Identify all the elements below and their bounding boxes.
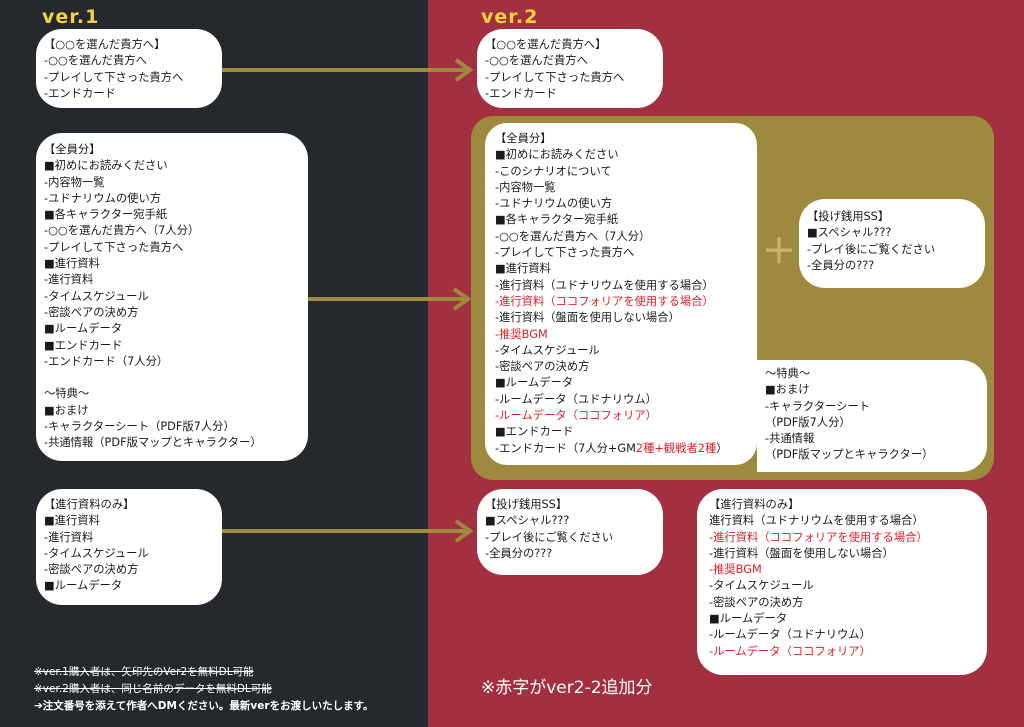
- list-item: 【進行資料のみ】: [709, 498, 800, 511]
- list-item: -ルームデータ（ユドナリウム）: [495, 392, 657, 406]
- v2-card-tip-red: 【投げ銭用SS】 ■スペシャル??? -プレイ後にご覧ください -全員分の???: [477, 489, 663, 575]
- list-item: -進行資料（ココフォリアを使用する場合）: [709, 530, 928, 544]
- red-text-note: ※赤字がver2-2追加分: [481, 678, 653, 698]
- list-item: -進行資料（盤面を使用しない場合）: [709, 546, 894, 560]
- ver1-label: ver.1: [42, 6, 100, 28]
- list-item: -○○を選んだ貴方へ: [44, 54, 147, 68]
- list-item: ■各キャラクター宛手紙: [44, 208, 168, 222]
- list-item: ■おまけ: [765, 383, 810, 397]
- list-item: -タイムスケジュール: [495, 343, 600, 357]
- list-item: -ルームデータ（ココフォリア）: [495, 409, 657, 423]
- list-item: ■進行資料: [495, 262, 551, 276]
- list-item: -進行資料: [44, 273, 94, 287]
- list-item: -ユドナリウムの使い方: [44, 191, 162, 205]
- list-item: ■進行資料: [44, 514, 100, 528]
- list-item: 【全員分】: [44, 143, 101, 156]
- list-item: -共通情報: [765, 432, 815, 446]
- list-item: -キャラクターシート: [765, 399, 871, 413]
- list-item: -密談ペアの決め方: [709, 595, 804, 609]
- list-item: -密談ペアの決め方: [495, 360, 590, 374]
- list-item: ■スペシャル???: [485, 514, 570, 528]
- end-card-added: 2種+観戦者2種: [635, 441, 717, 455]
- list-item: 進行資料（ユドナリウムを使用する場合）: [709, 514, 924, 528]
- list-item: -進行資料（盤面を使用しない場合）: [495, 311, 680, 325]
- list-item: -内容物一覧: [44, 175, 105, 189]
- list-item: -プレイ後にご覧ください: [485, 530, 614, 544]
- list-item: 【投げ銭用SS】: [807, 210, 890, 223]
- end-card-close: ）: [716, 441, 728, 455]
- list-item: -プレイして下さった貴方へ: [495, 246, 635, 260]
- v2-card-selected: 【○○を選んだ貴方へ】 -○○を選んだ貴方へ -プレイして下さった貴方へ -エンドカー…: [477, 29, 663, 108]
- list-item: -エンドカード（7人分+GM2種+観戦者2種）: [495, 441, 757, 457]
- list-item: -推奨BGM: [709, 563, 762, 577]
- list-item: -ユドナリウムの使い方: [495, 197, 613, 211]
- list-item: -密談ペアの決め方: [44, 305, 139, 319]
- list-item: ■進行資料: [44, 257, 100, 271]
- arrow-card1: [220, 58, 474, 82]
- v2-card-tip-gold: 【投げ銭用SS】 ■スペシャル??? -プレイ後にご覧ください -全員分の???: [799, 199, 985, 288]
- list-item: -キャラクターシート（PDF版7人分）: [44, 420, 235, 434]
- list-item: -プレイして下さった貴方へ: [44, 240, 184, 254]
- list-item: -推奨BGM: [495, 327, 548, 341]
- note-v2: ※ver.2購入者は、同じ名前のデータを無料DL可能: [34, 683, 272, 695]
- arrow-card3: [220, 519, 474, 543]
- list-item: -○○を選んだ貴方へ（7人分）: [495, 229, 651, 243]
- list-item: -進行資料（ユドナリウムを使用する場合）: [495, 278, 714, 292]
- list-item: -タイムスケジュール: [44, 289, 149, 303]
- v2-card-progress: 【進行資料のみ】進行資料（ユドナリウムを使用する場合） -進行資料（ココフォリアを…: [697, 489, 987, 675]
- list-item: 【全員分】: [495, 132, 552, 145]
- list-item: 【投げ銭用SS】: [485, 498, 568, 511]
- list-item: -このシナリオについて: [495, 164, 612, 178]
- list-item: -エンドカード: [44, 86, 116, 100]
- list-item: ■各キャラクター宛手紙: [495, 213, 619, 227]
- ver2-label: ver.2: [481, 6, 539, 28]
- list-item: -○○を選んだ貴方へ: [485, 54, 588, 68]
- list-item: -進行資料（ココフォリアを使用する場合）: [495, 294, 714, 308]
- plus-icon: ＋: [762, 232, 796, 272]
- v1-card-all: 【全員分】 ■初めにお読みください -内容物一覧 -ユドナリウムの使い方 ■各キャラクタ…: [36, 133, 308, 461]
- list-item: ■おまけ: [44, 403, 89, 417]
- note-v1: ※ver.1購入者は、矢印先のVer2を無料DL可能: [34, 666, 254, 678]
- list-item: ■スペシャル???: [807, 226, 892, 240]
- list-item: 【進行資料のみ】: [44, 498, 135, 511]
- list-item: -共通情報（PDF版マップとキャラクター）: [44, 436, 262, 450]
- list-item: （PDF版7人分）: [765, 415, 851, 429]
- list-item: -密談ペアの決め方: [44, 563, 139, 577]
- list-item: -ルームデータ（ユドナリウム）: [709, 628, 871, 642]
- list-item: -○○を選んだ貴方へ（7人分）: [44, 224, 200, 238]
- list-item: -タイムスケジュール: [709, 579, 814, 593]
- list-item: -タイムスケジュール: [44, 546, 149, 560]
- end-card-text: -エンドカード（7人分+GM: [495, 441, 636, 455]
- list-item: 【○○を選んだ貴方へ】: [485, 38, 607, 51]
- list-item: -ルームデータ（ココフォリア）: [709, 644, 871, 658]
- list-item: -プレイ後にご覧ください: [807, 242, 936, 256]
- list-item: ■ルームデータ: [495, 376, 574, 390]
- list-item: ■初めにお読みください: [495, 148, 619, 162]
- v1-card-progress: 【進行資料のみ】 ■進行資料 -進行資料 -タイムスケジュール -密談ペアの決め方 ■ルー…: [36, 489, 222, 605]
- list-item: -全員分の???: [807, 258, 875, 272]
- v1-card-selected: 【○○を選んだ貴方へ】 -○○を選んだ貴方へ -プレイして下さった貴方へ -エンドカー…: [36, 29, 222, 108]
- list-item: ■ルームデータ: [709, 612, 788, 626]
- list-item: -全員分の???: [485, 546, 553, 560]
- list-item: -プレイして下さった貴方へ: [44, 70, 184, 84]
- arrow-card2: [306, 287, 472, 311]
- list-item: -プレイして下さった貴方へ: [485, 70, 625, 84]
- list-item: 【○○を選んだ貴方へ】: [44, 38, 166, 51]
- list-item: -エンドカード（7人分）: [44, 354, 169, 368]
- list-item: 〜特典〜: [44, 387, 90, 401]
- list-item: -内容物一覧: [495, 180, 556, 194]
- list-item: ■初めにお読みください: [44, 159, 168, 173]
- list-item: ■エンドカード: [44, 338, 123, 352]
- list-item: ■ルームデータ: [44, 322, 123, 336]
- list-item: [44, 370, 308, 386]
- list-item: ■ルームデータ: [44, 579, 123, 593]
- v2-card-bonus: 〜特典〜 ■おまけ -キャラクターシート （PDF版7人分） -共通情報 （PDF版マッ…: [757, 360, 987, 472]
- list-item: 〜特典〜: [765, 367, 811, 380]
- note-dm: ➔注文番号を添えて作者へDMください。最新verをお渡しいたします。: [34, 700, 374, 712]
- list-item: -エンドカード: [485, 86, 557, 100]
- list-item: ■エンドカード: [495, 425, 574, 439]
- list-item: -進行資料: [44, 530, 94, 544]
- v2-card-all: 【全員分】 ■初めにお読みください -このシナリオについて -内容物一覧 -ユドナリウム…: [485, 123, 757, 465]
- list-item: （PDF版マップとキャラクター）: [765, 448, 934, 462]
